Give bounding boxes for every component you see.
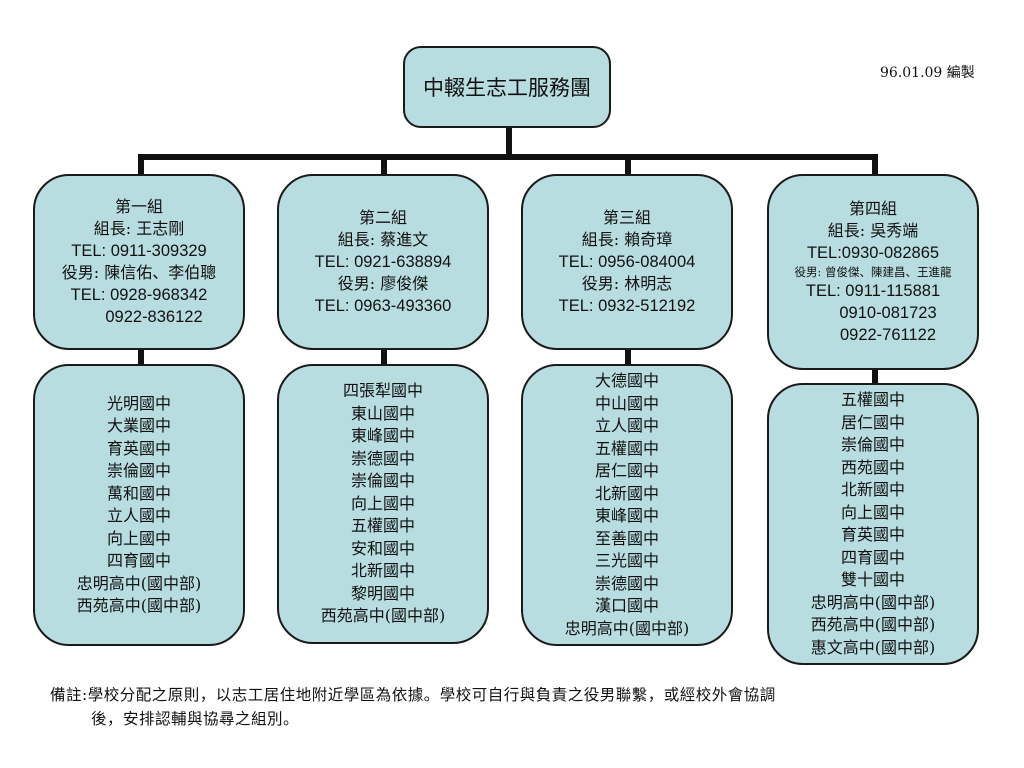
school-item: 育英國中 [840,525,905,544]
group-header: 第四組組長: 吳秀端 TEL:0930-082865 役男: 曾俊傑、陳建昌、王進龍… [767,174,979,370]
school-item: 三光國中 [594,551,659,570]
school-item: 萬和國中 [106,483,171,503]
school-item: 西苑高中(國中部) [810,615,936,634]
school-item: 北新國中 [840,480,905,499]
group-header-line: 組長: 賴奇璋 [581,230,673,249]
school-item: 東峰國中 [350,426,415,446]
school-item: 五權國中 [350,516,415,536]
group-header-line: TEL: 0921-638894 [314,253,452,271]
school-item: 崇倫國中 [106,461,171,480]
school-item: 雙十國中 [840,570,905,589]
group2-down-connector [381,154,387,176]
group3-list-connector [625,348,631,366]
school-item: 惠文高中(國中部) [810,637,936,657]
school-item: 大業國中 [106,416,171,435]
school-item: 東山國中 [350,403,415,423]
group-header-line: 0922-761122 [839,326,937,344]
group-header: 第一組組長: 王志剛 TEL: 0911-309329 役男: 陳信佑、李伯聰 TEL… [33,174,245,350]
school-item: 五權國中 [840,390,905,409]
group-header-line: 第三組 [602,208,651,227]
school-item: 育英國中 [106,438,171,458]
school-item: 居仁國中 [594,461,659,480]
root-title: 中輟生志工服務團 [423,76,591,100]
group-header-line: TEL: 0963-493360 [314,297,452,315]
school-item: 立人國中 [594,416,659,435]
note-line-1: 備註:學校分配之原則，以志工居住地附近學區為依據。學校可自行與負責之役男聯繫，或… [50,686,776,704]
school-item: 居仁國中 [840,412,905,432]
root-connector [506,128,512,158]
school-item: 漢口國中 [594,596,659,615]
school-item: 崇德國中 [350,448,415,468]
school-item: 東峰國中 [594,506,659,525]
group-header-line: TEL: 0932-512192 [558,297,696,315]
school-item: 四育國中 [106,551,171,570]
group-header-line: 役男: 陳信佑、李伯聰 [61,263,217,282]
school-item: 四張犁國中 [342,381,423,401]
school-item: 黎明國中 [350,583,415,603]
group-header-line: TEL: 0911-309329 [71,242,207,260]
group-header-line: TEL:0930-082865 [806,244,940,262]
school-item: 忠明高中(國中部) [810,592,936,612]
school-item: 四育國中 [840,547,905,567]
group-header-line: 組長: 吳秀端 [827,221,919,240]
school-list: 大德國中中山國中立人國中五權國中居仁國中北新國中東峰國中至善國中三光國中崇德國中… [521,364,733,646]
school-item: 忠明高中(國中部) [76,573,202,593]
school-list: 四張犁國中東山國中東峰國中崇德國中崇倫國中向上國中五權國中安和國中北新國中黎明國… [277,364,489,644]
group-header-line: 第四組 [848,199,897,218]
date-label: 96.01.09 編製 [880,65,975,81]
note: 備註:學校分配之原則，以志工居住地附近學區為依據。學校可自行與負責之役男聯繫，或… [50,683,970,731]
school-list: 五權國中居仁國中崇倫國中西苑國中北新國中向上國中育英國中四育國中雙十國中忠明高中… [767,383,979,665]
group-header-line: 第二組 [358,208,407,227]
group-header-line: 組長: 王志剛 [93,219,185,238]
school-item: 北新國中 [350,561,415,581]
school-item: 向上國中 [350,493,415,513]
group-header-line: 役男: 曾俊傑、陳建昌、王進龍 [794,265,952,279]
group-header-line: 第一組 [114,197,163,216]
school-item: 崇倫國中 [350,471,415,491]
horizontal-connector [138,154,878,160]
school-item: 光明國中 [106,393,171,413]
school-item: 安和國中 [350,538,415,558]
root-node: 中輟生志工服務團 [403,46,611,128]
school-item: 五權國中 [594,438,659,458]
note-line-2: 後，安排認輔與協尋之組別。 [91,710,300,728]
group2-list-connector [381,348,387,366]
school-item: 向上國中 [840,502,905,522]
school-item: 大德國中 [594,371,659,390]
group-header-line: 役男: 廖俊傑 [337,274,429,293]
group1-list-connector [138,348,144,366]
school-item: 西苑高中(國中部) [76,596,202,615]
school-item: 忠明高中(國中部) [564,618,690,638]
group-header-line: TEL: 0928-968342 [70,286,208,304]
school-item: 西苑國中 [840,457,905,477]
group-header-line: TEL: 0911-115881 [805,282,941,300]
school-item: 北新國中 [594,483,659,503]
school-item: 中山國中 [594,393,659,413]
school-item: 崇德國中 [594,573,659,593]
group-header-line: 0922-836122 [105,308,203,326]
group1-down-connector [138,154,144,176]
group-header-line: TEL: 0956-084004 [558,253,696,271]
school-list: 光明國中大業國中育英國中崇倫國中萬和國中立人國中向上國中四育國中忠明高中(國中部… [33,364,245,646]
group-header-line: 0910-081723 [839,304,937,322]
group3-down-connector [625,154,631,176]
school-item: 向上國中 [106,528,171,548]
school-item: 立人國中 [106,506,171,525]
group4-down-connector [872,154,878,176]
group-header-line: 組長: 蔡進文 [337,230,429,249]
group-header-line: 役男: 林明志 [581,274,673,293]
group-header: 第三組組長: 賴奇璋 TEL: 0956-084004 役男: 林明志 TEL: 09… [521,174,733,350]
group4-list-connector [872,368,878,385]
school-item: 西苑高中(國中部) [320,606,446,626]
school-item: 崇倫國中 [840,435,905,454]
school-item: 至善國中 [594,528,659,548]
group-header: 第二組組長: 蔡進文 TEL: 0921-638894 役男: 廖俊傑 TEL: 09… [277,174,489,350]
